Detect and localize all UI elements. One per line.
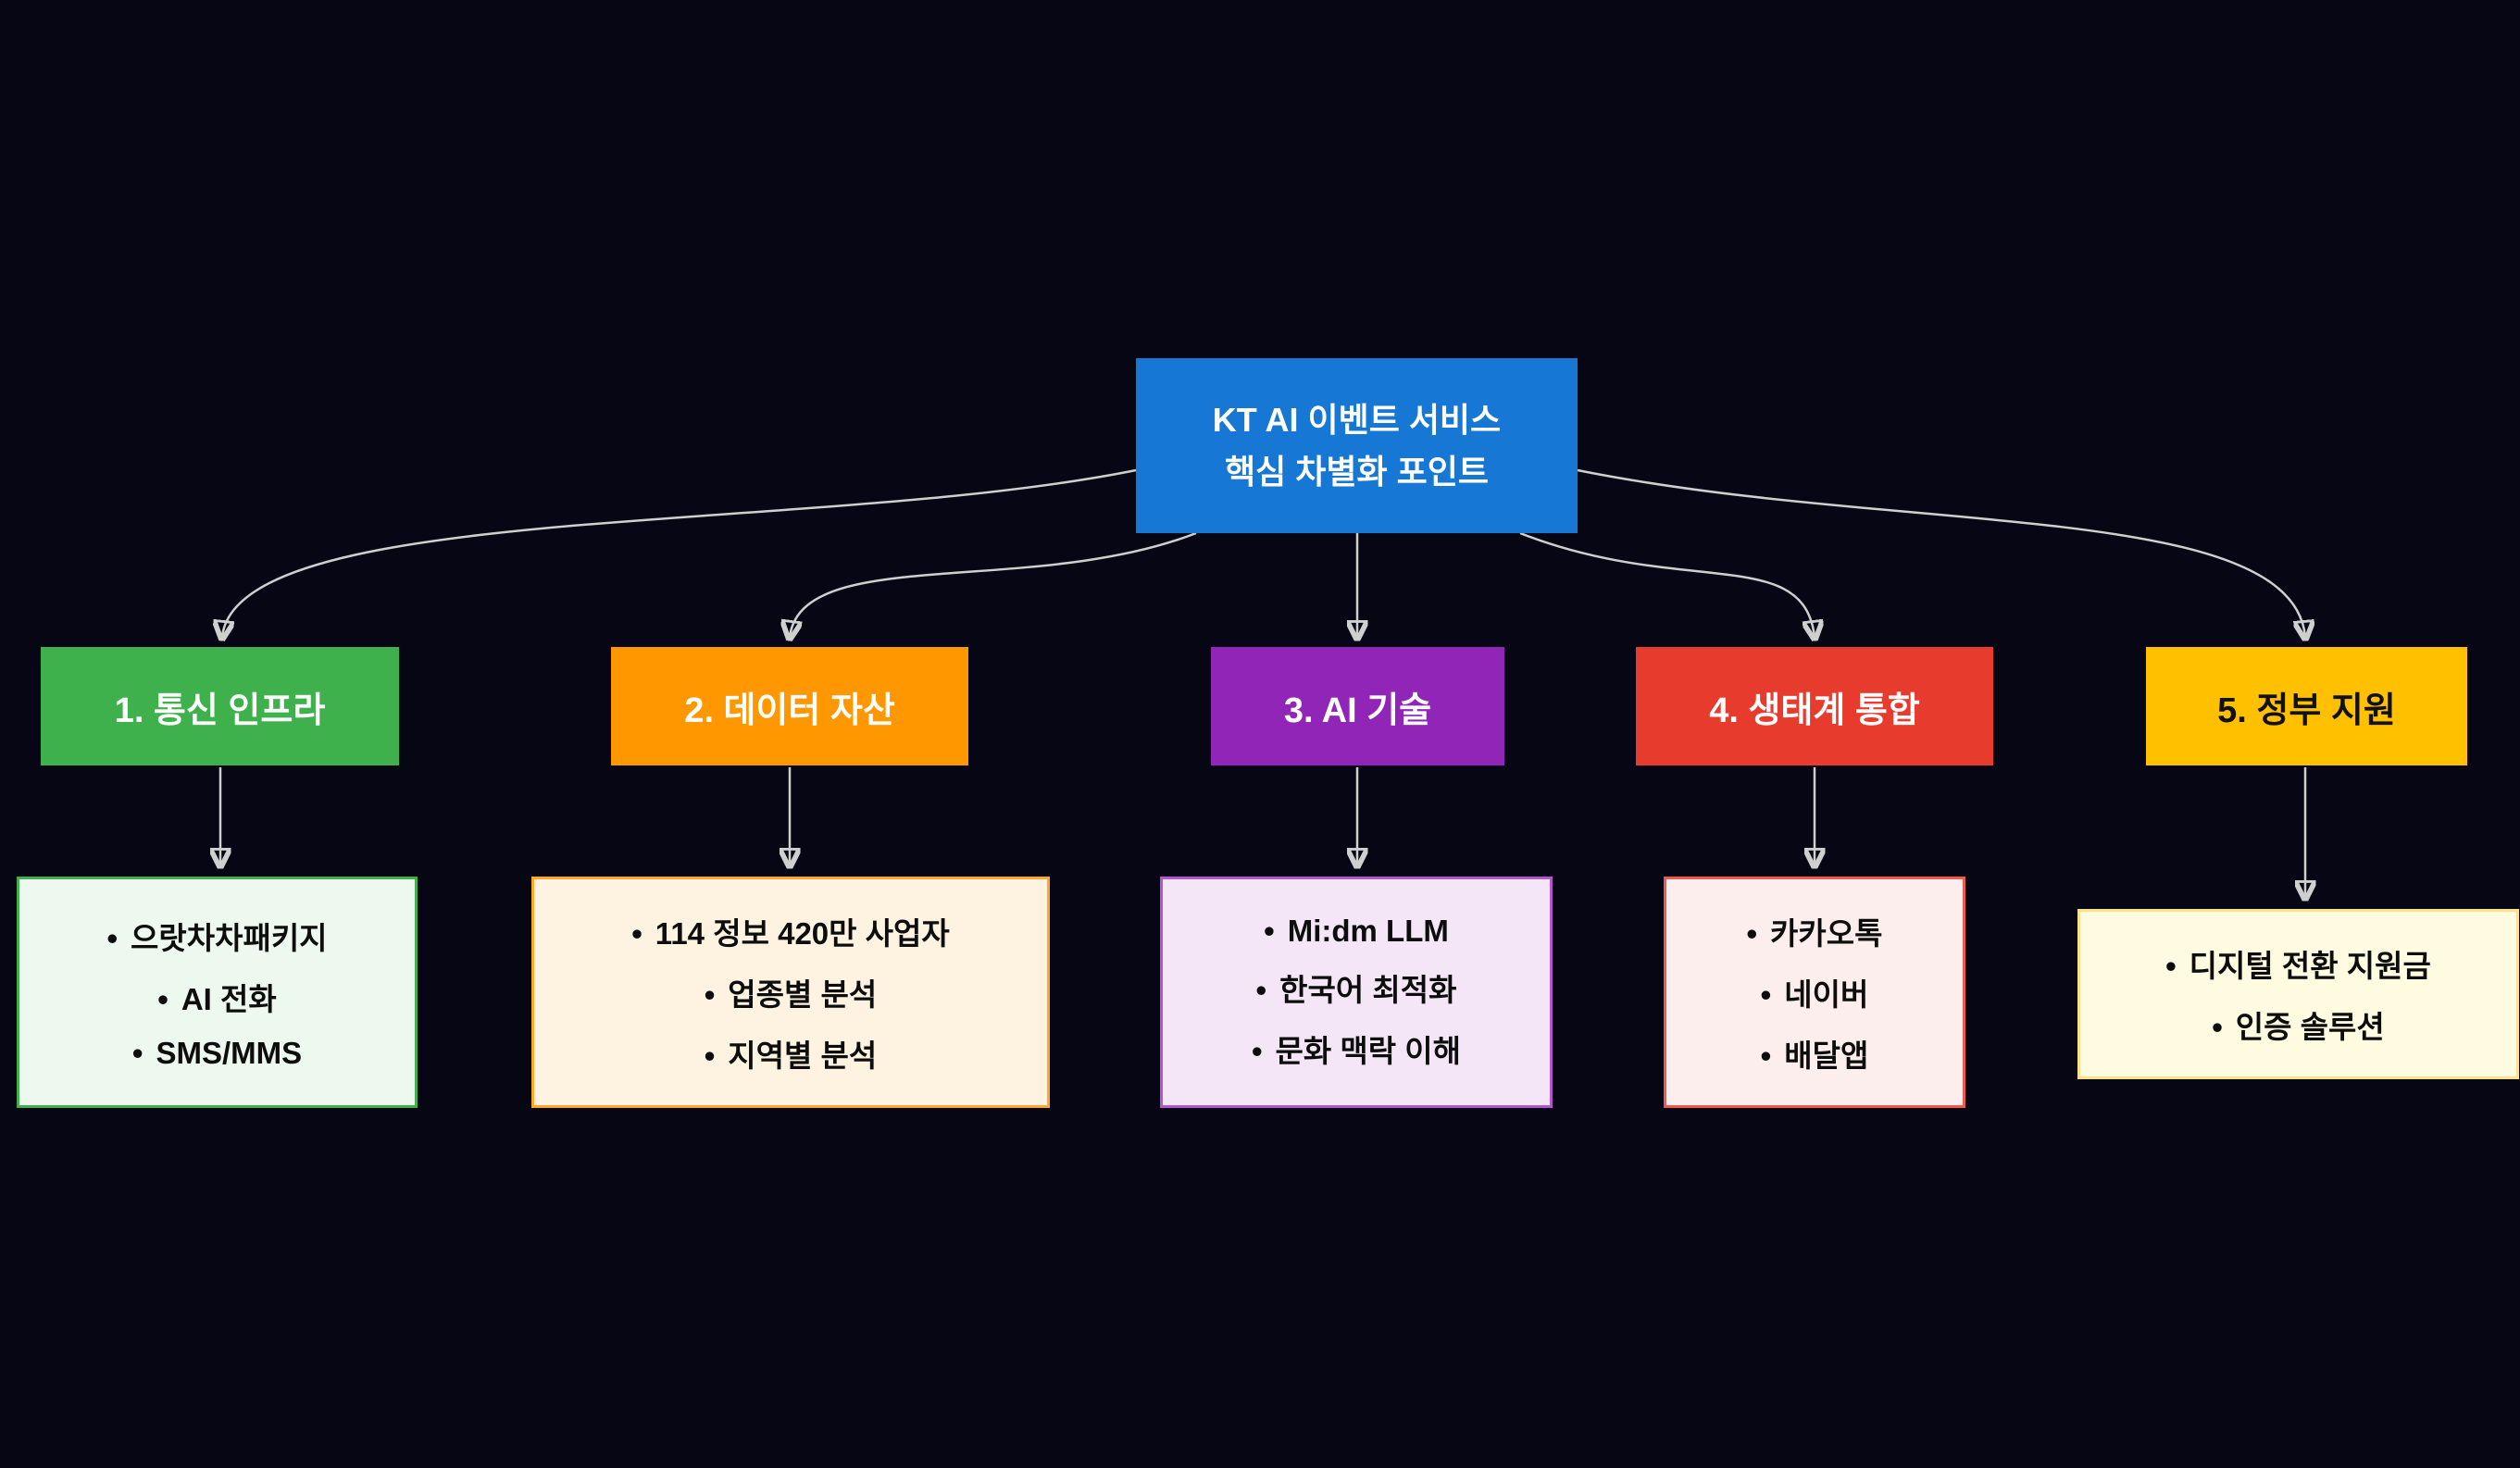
category-label: 5. 정부 지원 — [2217, 690, 2396, 730]
detail-item: 한국어 최적화 — [1252, 965, 1461, 1010]
detail-item: 카카오톡 — [1746, 909, 1882, 953]
category-data-assets: 2. 데이터 자산 — [611, 647, 968, 765]
category-label: 2. 데이터 자산 — [684, 690, 895, 730]
detail-data-assets: 114 정보 420만 사업자 업종별 분석 지역별 분석 — [531, 877, 1050, 1108]
detail-item: 114 정보 420만 사업자 — [631, 909, 950, 953]
category-label: 1. 통신 인프라 — [114, 690, 326, 730]
category-gov-support: 5. 정부 지원 — [2146, 647, 2467, 765]
detail-item: AI 전화 — [106, 975, 327, 1019]
detail-ecosystem: 카카오톡 네이버 배달앱 — [1664, 877, 1965, 1108]
detail-item: 배달앱 — [1746, 1031, 1882, 1076]
detail-item: 업종별 분석 — [631, 970, 950, 1014]
detail-item: SMS/MMS — [106, 1036, 327, 1071]
detail-item: 네이버 — [1746, 970, 1882, 1014]
arrow-root-to-telecom — [222, 468, 1137, 637]
category-telecom-infra: 1. 통신 인프라 — [41, 647, 399, 765]
root-node: KT AI 이벤트 서비스 핵심 차별화 포인트 — [1136, 358, 1578, 533]
arrow-root-to-gov — [1577, 468, 2305, 637]
detail-list: 카카오톡 네이버 배달앱 — [1746, 909, 1882, 1076]
detail-item: 지역별 분석 — [631, 1031, 950, 1076]
detail-list: 114 정보 420만 사업자 업종별 분석 지역별 분석 — [631, 909, 950, 1076]
detail-telecom-infra: 으랏차차패키지 AI 전화 SMS/MMS — [17, 877, 418, 1108]
detail-item: 문화 맥락 이해 — [1252, 1026, 1462, 1071]
root-title-line-1: KT AI 이벤트 서비스 — [1212, 400, 1502, 439]
category-ecosystem: 4. 생태계 통합 — [1636, 647, 1993, 765]
root-title-line-2: 핵심 차별화 포인트 — [1225, 452, 1489, 491]
detail-item: 으랏차차패키지 — [106, 914, 328, 958]
detail-gov-support: 디지털 전환 지원금 인증 솔루션 — [2077, 909, 2519, 1079]
detail-item: 인증 솔루션 — [2165, 1002, 2431, 1047]
category-label: 3. AI 기술 — [1283, 690, 1432, 730]
arrow-root-to-data — [790, 531, 1197, 637]
category-ai-tech: 3. AI 기술 — [1211, 647, 1504, 765]
detail-item: Mi:dm LLM — [1252, 914, 1461, 949]
detail-list: 디지털 전환 지원금 인증 솔루션 — [2165, 941, 2431, 1047]
category-label: 4. 생태계 통합 — [1709, 690, 1920, 730]
detail-list: 으랏차차패키지 AI 전화 SMS/MMS — [106, 914, 328, 1071]
detail-list: Mi:dm LLM 한국어 최적화 문화 맥락 이해 — [1252, 914, 1462, 1071]
detail-ai-tech: Mi:dm LLM 한국어 최적화 문화 맥락 이해 — [1160, 877, 1553, 1108]
arrow-root-to-ecosystem — [1519, 531, 1815, 637]
detail-item: 디지털 전환 지원금 — [2165, 941, 2431, 986]
